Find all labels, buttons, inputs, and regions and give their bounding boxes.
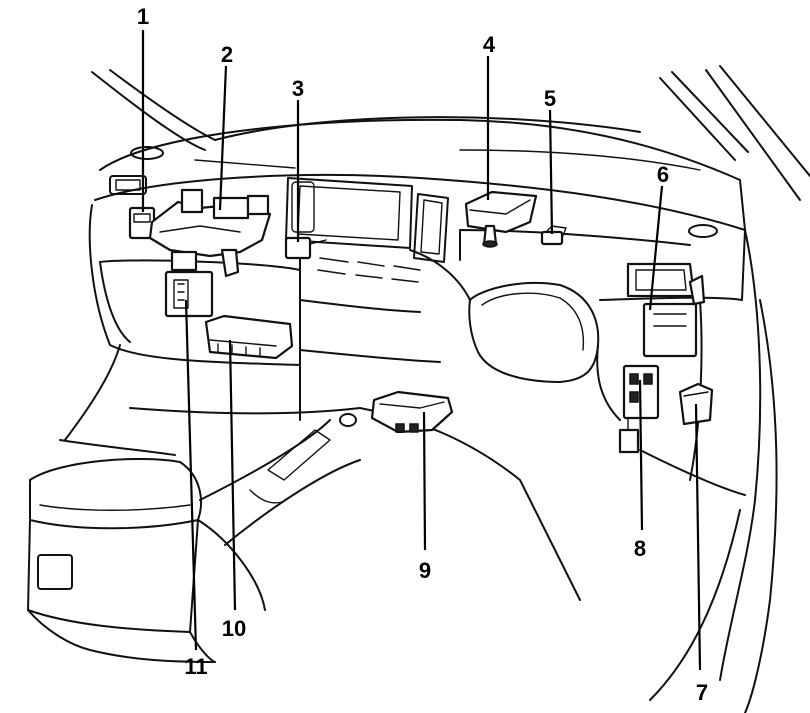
windshield-outline — [91, 65, 810, 201]
left-side-vent — [109, 175, 147, 195]
component-5 — [540, 225, 567, 246]
leader-2 — [218, 65, 228, 211]
component-3 — [284, 236, 327, 260]
leader-5 — [548, 109, 554, 235]
callout-9: 9 — [419, 558, 431, 583]
callout-11: 11 — [184, 654, 207, 679]
center-console — [27, 458, 266, 663]
left-defrost-vent — [130, 146, 164, 160]
callout-6: 6 — [657, 162, 669, 187]
component-8 — [618, 364, 660, 454]
component-10 — [204, 314, 294, 360]
dashboard-top — [94, 118, 746, 301]
component-2 — [148, 188, 272, 278]
component-9 — [370, 390, 454, 434]
leader-6 — [648, 185, 664, 311]
right-dash-area — [459, 229, 746, 496]
leader-lines — [141, 30, 702, 671]
component-4 — [464, 190, 538, 248]
left-side-vent-inner — [115, 179, 141, 191]
callout-10: 10 — [222, 616, 246, 641]
center-panel — [299, 249, 471, 421]
component-6 — [626, 262, 706, 358]
callout-4: 4 — [483, 32, 496, 57]
leader-7 — [694, 403, 702, 671]
leader-11 — [184, 299, 198, 651]
component-11 — [164, 270, 214, 318]
callout-7: 7 — [696, 680, 708, 705]
callout-2: 2 — [221, 42, 233, 67]
callout-1: 1 — [137, 4, 149, 29]
leader-9 — [422, 411, 427, 551]
leader-8 — [638, 379, 644, 531]
callout-3: 3 — [292, 76, 304, 101]
leader-10 — [228, 339, 237, 611]
callout-5: 5 — [544, 86, 556, 111]
right-defrost-vent — [688, 224, 718, 238]
callout-8: 8 — [634, 536, 646, 561]
callout-labels: 1 2 3 4 5 6 7 8 9 10 11 — [137, 4, 708, 705]
